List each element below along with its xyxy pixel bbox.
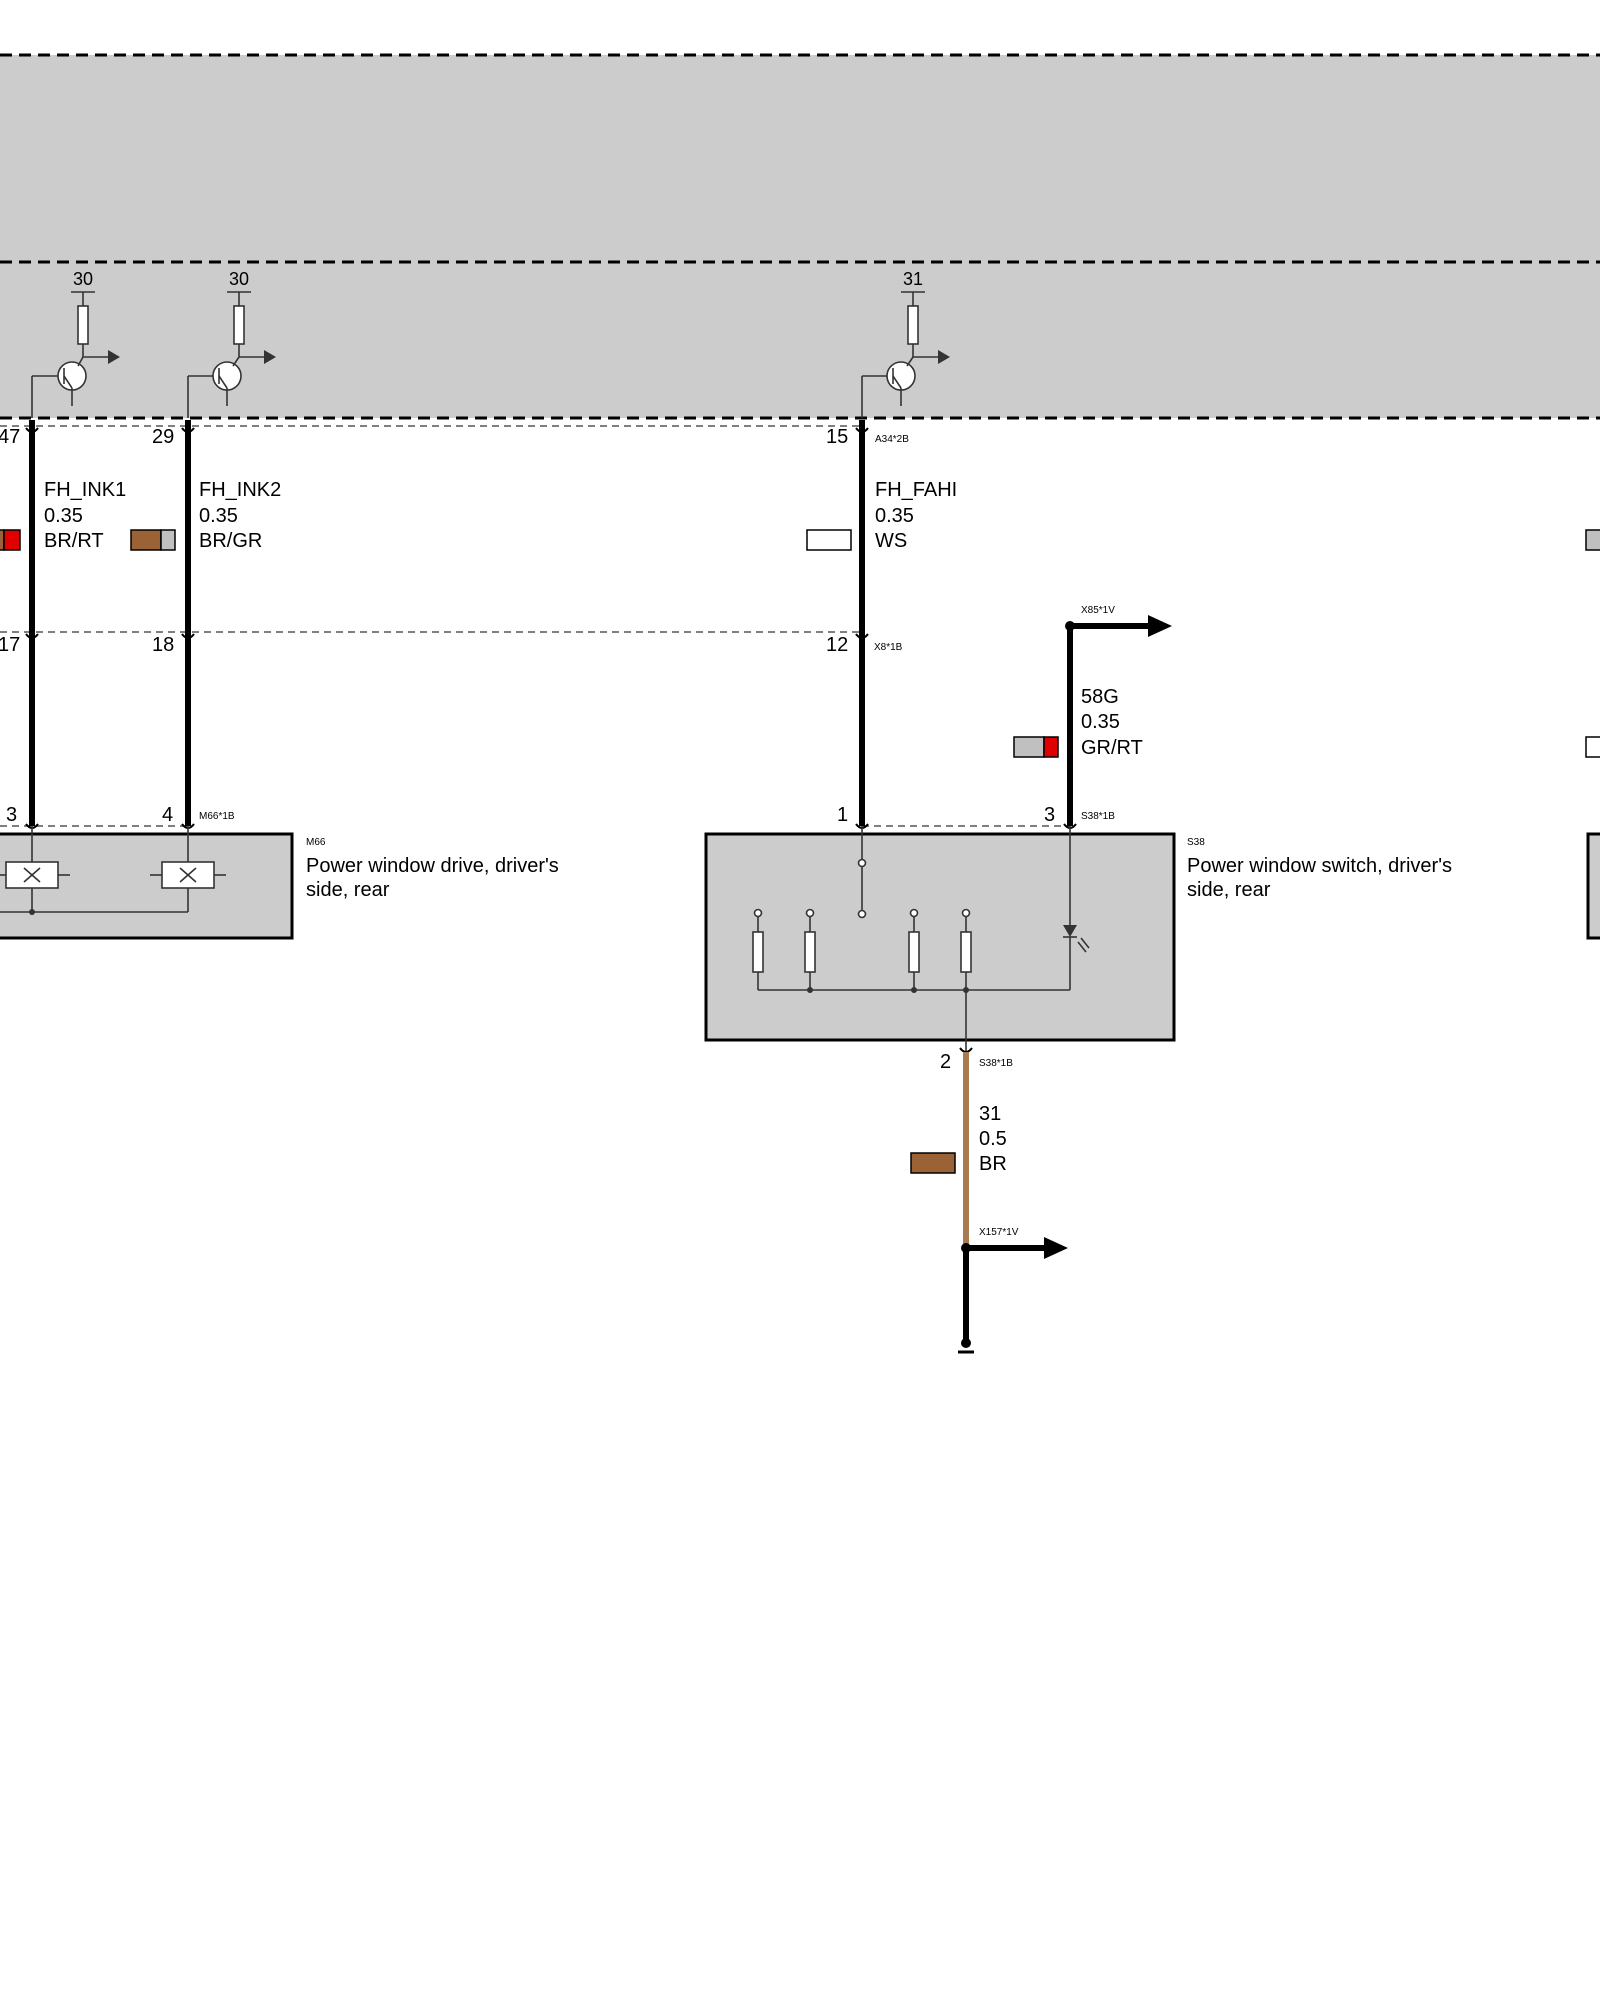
pin-number: 12 — [826, 634, 848, 656]
component-code: M66 — [306, 837, 326, 848]
component-name: Power window switch, driver's — [1187, 855, 1452, 877]
color-swatch — [130, 529, 176, 551]
wire-color-code: BR/GR — [199, 530, 262, 552]
color-swatch — [0, 529, 21, 551]
pin-number: 1 — [837, 804, 848, 826]
next-circuit-partial — [1585, 529, 1600, 940]
component-s38: S38 Power window switch, driver's side, … — [704, 826, 1452, 1052]
arrow-right-icon — [1044, 1237, 1068, 1259]
led-symbol — [1063, 826, 1090, 990]
component-m66: M66 Power window drive, driver's side, r… — [0, 826, 559, 940]
driver-transistor-1: 30 — [31, 269, 120, 418]
wire-signal-name: FH_INK1 — [44, 479, 126, 501]
pin-number: 3 — [1044, 804, 1055, 826]
pin-number: 3 — [6, 804, 17, 826]
resistor-symbol — [77, 305, 89, 345]
supply-label: 30 — [229, 269, 249, 289]
driver-transistor-2: 30 — [187, 269, 276, 418]
arrow-icon — [264, 350, 276, 364]
component-name: Power window drive, driver's — [306, 855, 559, 877]
wire-signal-name: 31 — [979, 1103, 1001, 1125]
resistor-network — [752, 908, 1070, 1052]
wire-signal-name: 58G — [1081, 686, 1119, 708]
pin-number: 2 — [940, 1051, 951, 1073]
connector-id: X8*1B — [874, 642, 903, 653]
resistor-symbol — [907, 305, 919, 345]
color-swatch — [1013, 736, 1059, 758]
wire-signal-name: FH_FAHI — [875, 479, 957, 501]
wire-color-code: BR — [979, 1153, 1007, 1175]
wire-58g: X85*1V 3 S38*1B 58G 0.35 GR/RT — [1013, 605, 1172, 829]
wire-gauge: 0.5 — [979, 1128, 1007, 1150]
arrow-right-icon — [1148, 615, 1172, 637]
wire-color-code: BR/RT — [44, 530, 104, 552]
driver-transistor-3: 31 — [861, 269, 950, 418]
color-swatch — [1585, 736, 1600, 758]
color-swatch — [806, 529, 852, 551]
pin-number: 15 — [826, 426, 848, 448]
connector-id: A34*2B — [875, 434, 909, 445]
transistor-symbol — [57, 361, 87, 391]
component-name: side, rear — [1187, 879, 1271, 901]
wire-gauge: 0.35 — [1081, 711, 1120, 733]
resistor-symbol — [233, 305, 245, 345]
control-unit-housing — [0, 55, 1600, 418]
wire-fh-fahi: 15 12 1 A34*2B X8*1B FH_FAHI 0.35 WS — [806, 420, 957, 829]
supply-label: 31 — [903, 269, 923, 289]
connector-id: X157*1V — [979, 1227, 1019, 1238]
transistor-symbol — [212, 361, 242, 391]
wire-fh-ink1: 47 17 3 FH_INK1 0.35 BR/RT — [0, 420, 126, 829]
transistor-symbol — [886, 361, 916, 391]
component-housing — [704, 832, 1176, 1042]
connector-id: X85*1V — [1081, 605, 1115, 616]
pin-number: 29 — [152, 426, 174, 448]
color-swatch — [1585, 529, 1600, 551]
control-unit — [0, 53, 1600, 420]
wire-gauge: 0.35 — [44, 505, 83, 527]
wire-ground-31: 2 S38*1B 31 0.5 BR X157*1V — [910, 1047, 1068, 1354]
pin-number: 47 — [0, 426, 20, 448]
component-code: S38 — [1187, 837, 1205, 848]
connector-id: S38*1B — [979, 1058, 1013, 1069]
color-swatch — [910, 1152, 956, 1174]
supply-label: 30 — [73, 269, 93, 289]
wire-color-code: GR/RT — [1081, 737, 1143, 759]
wire-color-code: WS — [875, 530, 907, 552]
wire-fh-ink2: 29 18 4 FH_INK2 0.35 BR/GR M66*1B — [130, 420, 281, 829]
arrow-icon — [938, 350, 950, 364]
wire-gauge: 0.35 — [199, 505, 238, 527]
pin-number: 18 — [152, 634, 174, 656]
component-name: side, rear — [306, 879, 390, 901]
connector-id: M66*1B — [199, 811, 235, 822]
pin-number: 4 — [162, 804, 173, 826]
arrow-icon — [108, 350, 120, 364]
pin-number: 17 — [0, 634, 20, 656]
wire-gauge: 0.35 — [875, 505, 914, 527]
wire-signal-name: FH_INK2 — [199, 479, 281, 501]
connector-id: S38*1B — [1081, 811, 1115, 822]
component-housing — [1586, 832, 1600, 940]
